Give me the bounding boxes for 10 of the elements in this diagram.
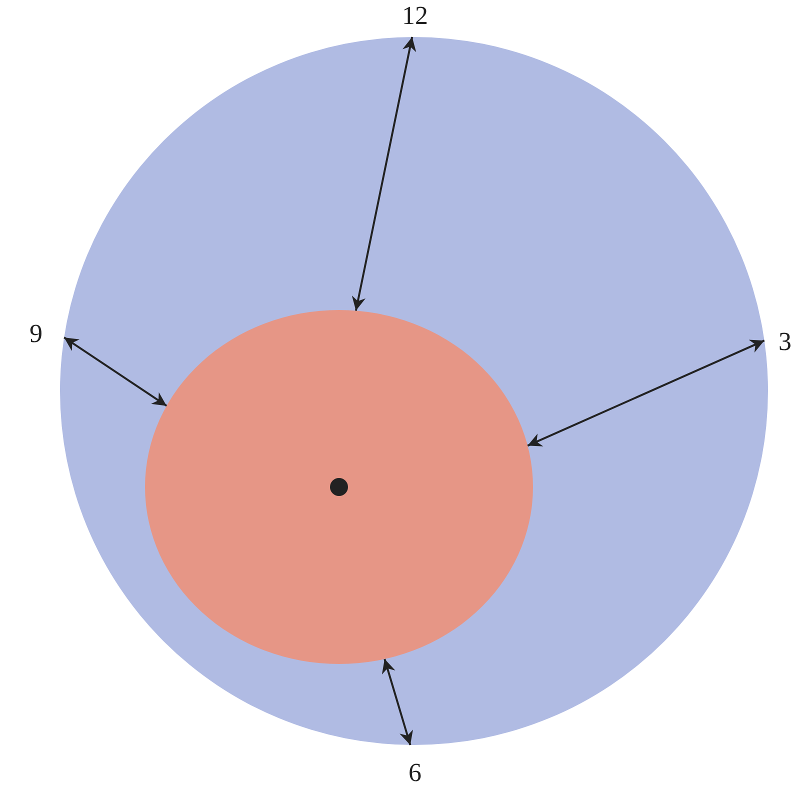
inner-ellipse bbox=[145, 310, 533, 664]
double-headed-arrow bbox=[352, 36, 416, 311]
position-label: 9 bbox=[30, 321, 42, 347]
double-headed-arrow bbox=[64, 336, 168, 407]
double-headed-arrow bbox=[527, 340, 765, 447]
position-label: 12 bbox=[402, 3, 428, 29]
outer-circle bbox=[60, 37, 768, 745]
position-label: 6 bbox=[408, 760, 422, 786]
double-headed-arrow bbox=[382, 658, 413, 746]
position-label: 3 bbox=[778, 329, 792, 355]
